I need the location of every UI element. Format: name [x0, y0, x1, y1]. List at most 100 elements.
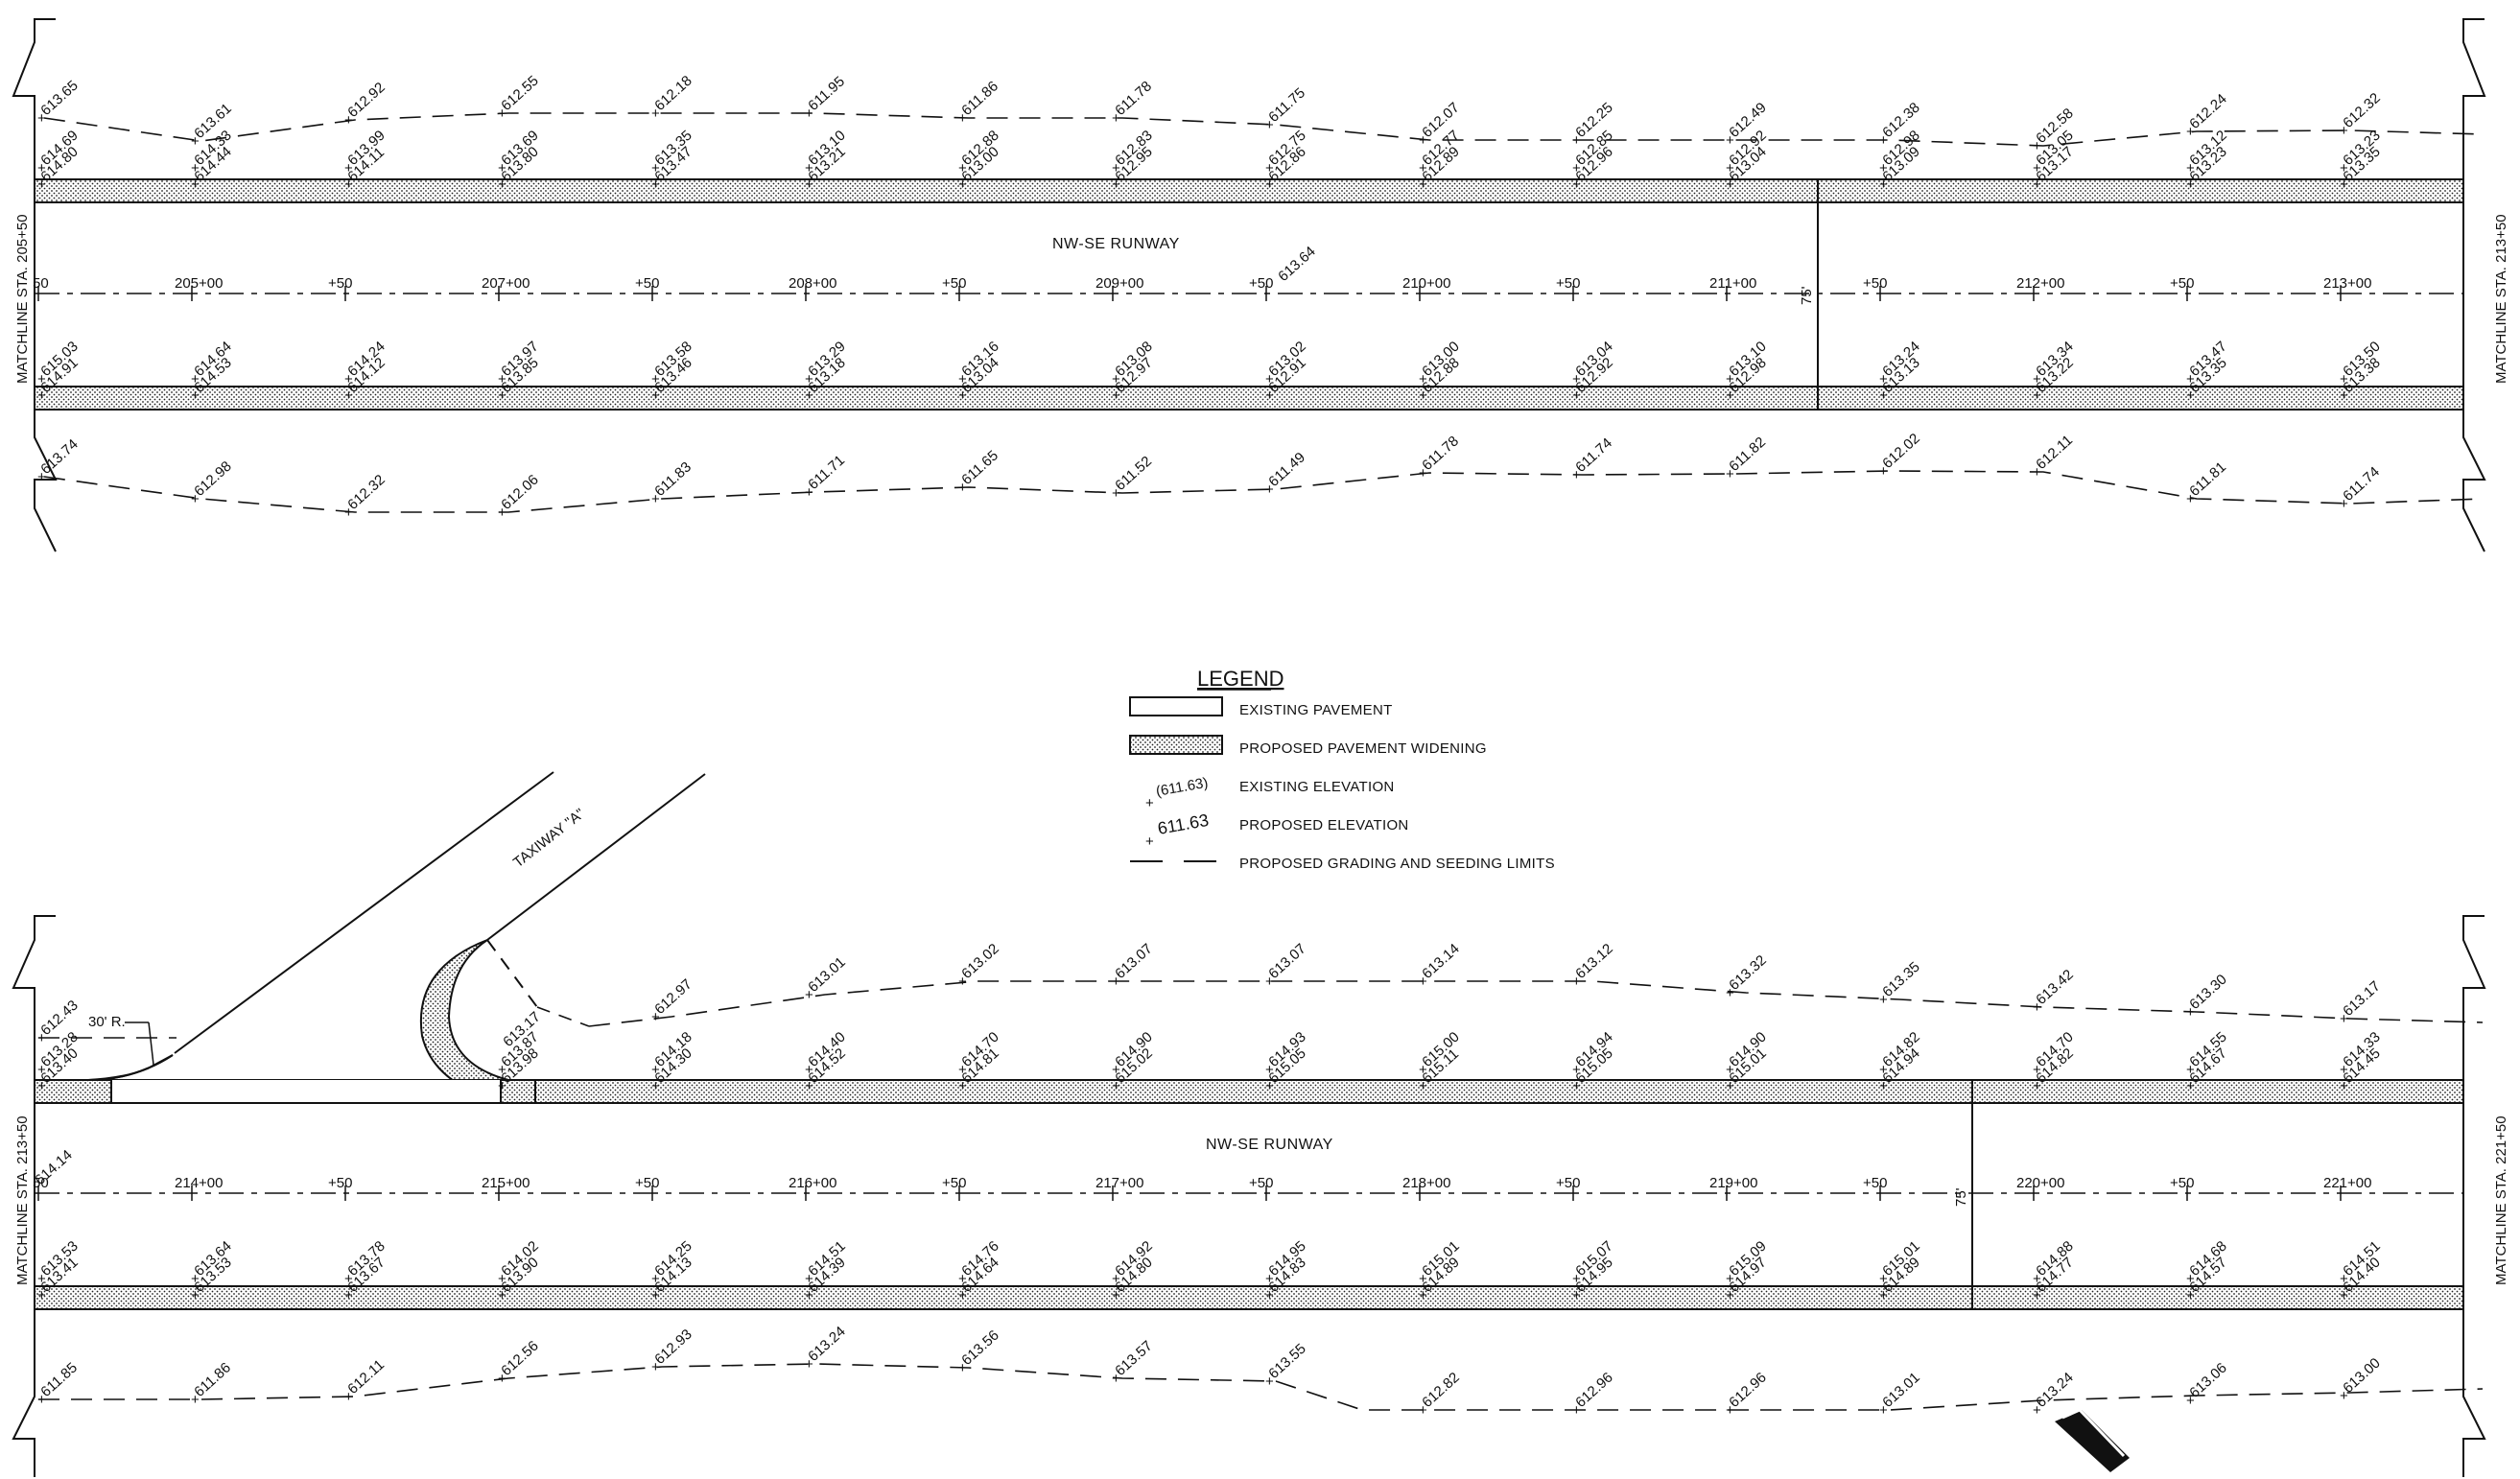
- grading-bot-elev-mark: +: [37, 469, 46, 485]
- width-dimension: 75': [1799, 286, 1815, 305]
- station-label: 209+00: [1095, 275, 1143, 292]
- grading-top-elev-2-mark: +: [1265, 974, 1274, 990]
- edge-bot-lower-elev-mark: +: [1879, 387, 1888, 404]
- widening-strip-top: [34, 178, 2464, 203]
- grading-bot-elev: 611.71: [805, 452, 848, 493]
- edge-top-lower-elev-2-mark: +: [498, 1078, 506, 1094]
- edge-bot-lower-elev-mark: +: [37, 387, 46, 404]
- edge-top-lower-elev-2-mark: +: [2033, 1078, 2041, 1094]
- legend-item-1: EXISTING PAVEMENT: [1239, 702, 1393, 718]
- edge-top-upper-elev-mark: +: [498, 160, 506, 176]
- edge-top-lower-elev-mark: +: [498, 176, 506, 193]
- edge-top-upper-elev-mark: +: [1112, 160, 1120, 176]
- edge-bot-upper-elev-mark: +: [37, 371, 46, 387]
- edge-bot-lower-elev-mark: +: [1265, 387, 1274, 404]
- edge-top-lower-elev-mark: +: [344, 176, 353, 193]
- grading-bot-elev-mark: +: [498, 505, 506, 521]
- grading-bot-elev-2-mark: +: [2033, 1402, 2041, 1419]
- grading-top-elev-2-mark: +: [958, 974, 967, 990]
- grading-top-elev-2-mark: +: [651, 1009, 660, 1025]
- grading-top-elev-2-mark: +: [2033, 999, 2041, 1016]
- edge-top-upper-elev-2-mark: +: [498, 1062, 506, 1078]
- grading-bot-elev: 611.83: [651, 458, 695, 500]
- edge-bot-lower-elev-mark: +: [344, 387, 353, 404]
- existing-pavement-2: [34, 1102, 2464, 1287]
- edge-bot-upper-elev-2-mark: +: [1419, 1271, 1427, 1287]
- edge-bot-upper-elev-mark: +: [2033, 371, 2041, 387]
- matchline-left-label: MATCHLINE STA. 205+50: [14, 214, 31, 384]
- grading-bot-elev-mark: +: [1112, 485, 1120, 502]
- legend-existing-pavement-swatch: [1129, 696, 1223, 716]
- edge-bot-lower-elev-2-mark: +: [958, 1287, 967, 1303]
- edge-top-upper-elev-2-mark: +: [1726, 1062, 1734, 1078]
- legend-item-5: PROPOSED GRADING AND SEEDING LIMITS: [1239, 856, 1555, 872]
- edge-bot-upper-elev-mark: +: [2186, 371, 2195, 387]
- grading-top-elev-2: 613.12: [1572, 941, 1615, 982]
- station-label: 215+00: [482, 1175, 530, 1191]
- edge-top-lower-elev-2-mark: +: [1265, 1078, 1274, 1094]
- station-label: +50: [1249, 1175, 1273, 1191]
- legend-existing-elev-mark: +: [1145, 795, 1154, 811]
- edge-bot-upper-elev-mark: +: [1726, 371, 1734, 387]
- grading-bot-elev: 611.49: [1265, 449, 1308, 490]
- grading-bot-elev-mark: +: [1419, 465, 1427, 481]
- edge-bot-lower-elev-mark: +: [1112, 387, 1120, 404]
- edge-top-upper-elev-2-mark: +: [2186, 1062, 2195, 1078]
- station-label: 50: [33, 275, 49, 292]
- runway-title-2: NW-SE RUNWAY: [1206, 1137, 1333, 1153]
- grading-bot-elev: 612.06: [498, 472, 541, 513]
- edge-top-upper-elev-mark: +: [1879, 160, 1888, 176]
- grading-top-elev-mark: +: [2186, 124, 2195, 140]
- widening-strip-bottom: [34, 386, 2464, 411]
- grading-bot-elev: 612.32: [344, 472, 388, 513]
- grading-bot-elev-2: 612.96: [1726, 1370, 1769, 1411]
- station-label: 205+00: [175, 275, 223, 292]
- grading-top-elev-2: 613.17: [2340, 978, 2383, 1020]
- grading-top-elev: 612.55: [498, 73, 541, 114]
- grading-top-elev-mark: +: [1265, 117, 1274, 133]
- station-label: +50: [635, 275, 659, 292]
- edge-bot-lower-elev-2-mark: +: [191, 1287, 200, 1303]
- station-label: +50: [1863, 275, 1887, 292]
- grading-bot-elev-2: 613.00: [2340, 1355, 2383, 1397]
- station-label: +50: [1556, 275, 1580, 292]
- edge-top-upper-elev-2-mark: +: [37, 1062, 46, 1078]
- edge-top-lower-elev-2-mark: +: [805, 1078, 813, 1094]
- station-label: +50: [2170, 1175, 2194, 1191]
- edge-top-upper-elev-2-mark: +: [2033, 1062, 2041, 1078]
- grading-bot-elev-2: 612.56: [498, 1338, 541, 1379]
- edge-bot-lower-elev-mark: +: [2340, 387, 2348, 404]
- grading-bot-elev: 611.78: [1419, 433, 1462, 474]
- edge-bot-lower-elev-2-mark: +: [37, 1287, 46, 1303]
- edge-top-lower-elev-mark: +: [1112, 176, 1120, 193]
- grading-top-elev-2: 613.42: [2033, 967, 2076, 1008]
- legend-widening-swatch: [1129, 735, 1223, 755]
- edge-top-lower-elev-2-mark: +: [2340, 1078, 2348, 1094]
- edge-bot-upper-elev-2-mark: +: [958, 1271, 967, 1287]
- grading-top-elev-2-mark: +: [1879, 992, 1888, 1008]
- grading-bot-elev-mark: +: [2186, 491, 2195, 507]
- grading-bot-elev-mark: +: [1879, 463, 1888, 480]
- grading-top-elev-2-mark: +: [2340, 1011, 2348, 1027]
- grading-top-elev-mark: +: [1112, 110, 1120, 127]
- grading-bot-elev-2-mark: +: [37, 1392, 46, 1408]
- grading-bot-elev-mark: +: [958, 480, 967, 496]
- grading-top-elev-mark: +: [1572, 132, 1581, 149]
- grading-top-elev: 612.32: [2340, 90, 2383, 131]
- edge-bot-upper-elev-mark: +: [1265, 371, 1274, 387]
- edge-bot-upper-elev-mark: +: [651, 371, 660, 387]
- grading-top-elev-2: 613.14: [1419, 941, 1462, 982]
- grading-bot-elev-2-mark: +: [344, 1389, 353, 1405]
- station-label: +50: [328, 275, 352, 292]
- edge-bot-upper-elev-mark: +: [1572, 371, 1581, 387]
- edge-bot-upper-elev-2-mark: +: [1726, 1271, 1734, 1287]
- grading-limit-bottom-2: [38, 1363, 2484, 1411]
- grading-bot-elev-2: 611.85: [37, 1359, 81, 1400]
- edge-top-lower-elev-2-mark: +: [1572, 1078, 1581, 1094]
- edge-bot-lower-elev-mark: +: [191, 387, 200, 404]
- edge-top-upper-elev-mark: +: [2033, 160, 2041, 176]
- edge-bot-lower-elev-mark: +: [498, 387, 506, 404]
